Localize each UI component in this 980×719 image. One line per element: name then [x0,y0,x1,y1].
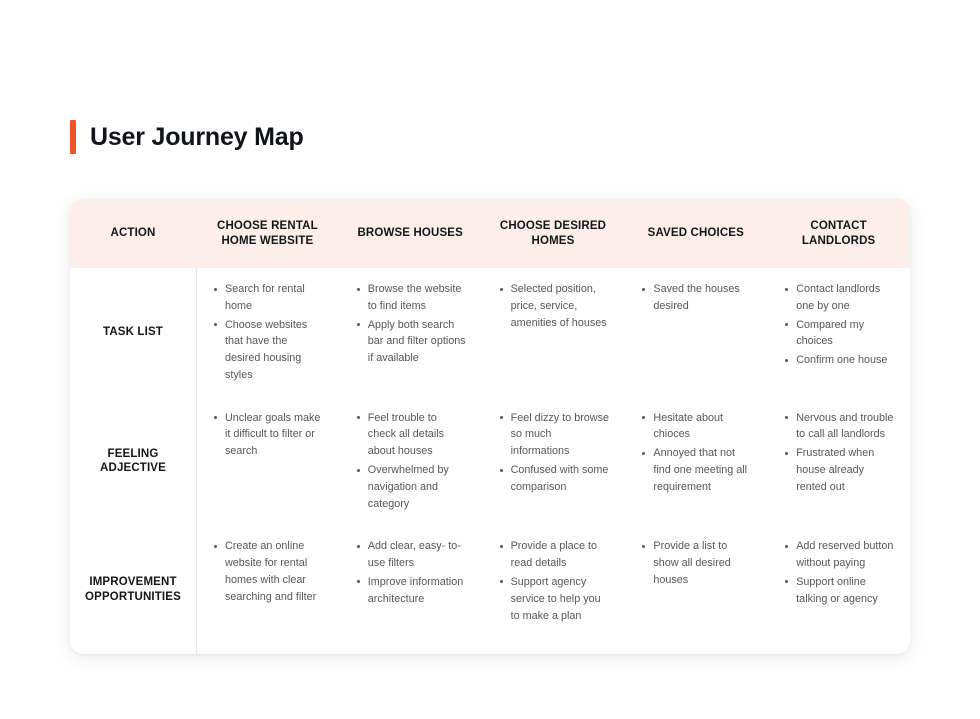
list-item: Add reserved button without paying [785,538,896,572]
list-item: Contact landlords one by one [785,281,896,315]
list-item: Selected position, price, service, ameni… [499,281,611,331]
column-header-stage-5: CONTACT LANDLORDS [801,220,876,247]
cell-task-list-stage-3: Selected position, price, service, ameni… [482,268,625,397]
label-column-divider [196,268,197,654]
list-item: Support agency service to help you to ma… [499,574,611,624]
list-item: Confused with some comparison [499,462,611,496]
list-item: Frustrated when house already rented out [785,445,896,495]
list-item: Feel trouble to check all details about … [356,410,468,460]
list-item: Overwhelmed by navigation and category [356,462,468,512]
column-header-stage-4: SAVED CHOICES [647,227,744,240]
list-item: Compared my choices [785,317,896,351]
bullet-list: Saved the houses desired [642,281,753,315]
bullet-list: Nervous and trouble to call all landlord… [785,410,896,496]
list-item: Choose websites that have the desired ho… [214,317,325,384]
column-header-stage-2: BROWSE HOUSES [357,227,463,240]
bullet-list: Provide a list to show all desired house… [642,538,753,588]
cell-task-list-stage-4: Saved the houses desired [624,268,767,397]
list-item: Unclear goals make it difficult to filte… [214,410,325,460]
page-title: User Journey Map [90,122,304,151]
list-item: Hesitate about chioces [642,410,753,444]
cell-feeling-adjective-stage-1: Unclear goals make it difficult to filte… [196,397,339,526]
list-item: Provide a place to read details [499,538,611,572]
title-accent-bar [70,120,76,154]
table-row: FEELING ADJECTIVE Unclear goals make it … [70,397,910,526]
table-header-row: ACTION CHOOSE RENTAL HOME WEBSITE BROWSE… [70,199,910,268]
list-item: Nervous and trouble to call all landlord… [785,410,896,444]
table-row: IMPROVEMENT OPPORTUNITIES Create an onli… [70,525,910,654]
bullet-list: Selected position, price, service, ameni… [499,281,611,331]
list-item: Add clear, easy- to-use filters [356,538,468,572]
list-item: Browse the website to find items [356,281,468,315]
list-item: Provide a list to show all desired house… [642,538,753,588]
list-item: Apply both search bar and filter options… [356,317,468,367]
list-item: Support online talking or agency [785,574,896,608]
list-item: Feel dizzy to browse so much information… [499,410,611,460]
list-item: Create an online website for rental home… [214,538,325,605]
list-item: Annoyed that not find one meeting all re… [642,445,753,495]
page-title-block: User Journey Map [70,120,304,154]
bullet-list: Feel trouble to check all details about … [356,410,468,513]
cell-feeling-adjective-stage-5: Nervous and trouble to call all landlord… [767,397,910,526]
cell-feeling-adjective-stage-2: Feel trouble to check all details about … [339,397,482,526]
bullet-list: Create an online website for rental home… [214,538,325,605]
cell-improvement-opportunities-stage-1: Create an online website for rental home… [196,525,339,654]
list-item: Improve information architecture [356,574,468,608]
row-label-feeling-adjective: FEELING ADJECTIVE [100,447,166,475]
journey-map-card: ACTION CHOOSE RENTAL HOME WEBSITE BROWSE… [70,199,910,654]
column-header-stage-3: CHOOSE DESIRED HOMES [499,220,607,247]
list-item: Search for rental home [214,281,325,315]
column-header-action: ACTION [110,227,156,240]
column-header-stage-1: CHOOSE RENTAL HOME WEBSITE [217,220,318,247]
list-item: Confirm one house [785,352,896,369]
cell-improvement-opportunities-stage-4: Provide a list to show all desired house… [624,525,767,654]
cell-feeling-adjective-stage-3: Feel dizzy to browse so much information… [482,397,625,526]
bullet-list: Unclear goals make it difficult to filte… [214,410,325,460]
row-label-task-list: TASK LIST [103,326,163,339]
bullet-list: Feel dizzy to browse so much information… [499,410,611,496]
row-label-improvement-opportunities: IMPROVEMENT OPPORTUNITIES [85,576,181,603]
list-item: Saved the houses desired [642,281,753,315]
